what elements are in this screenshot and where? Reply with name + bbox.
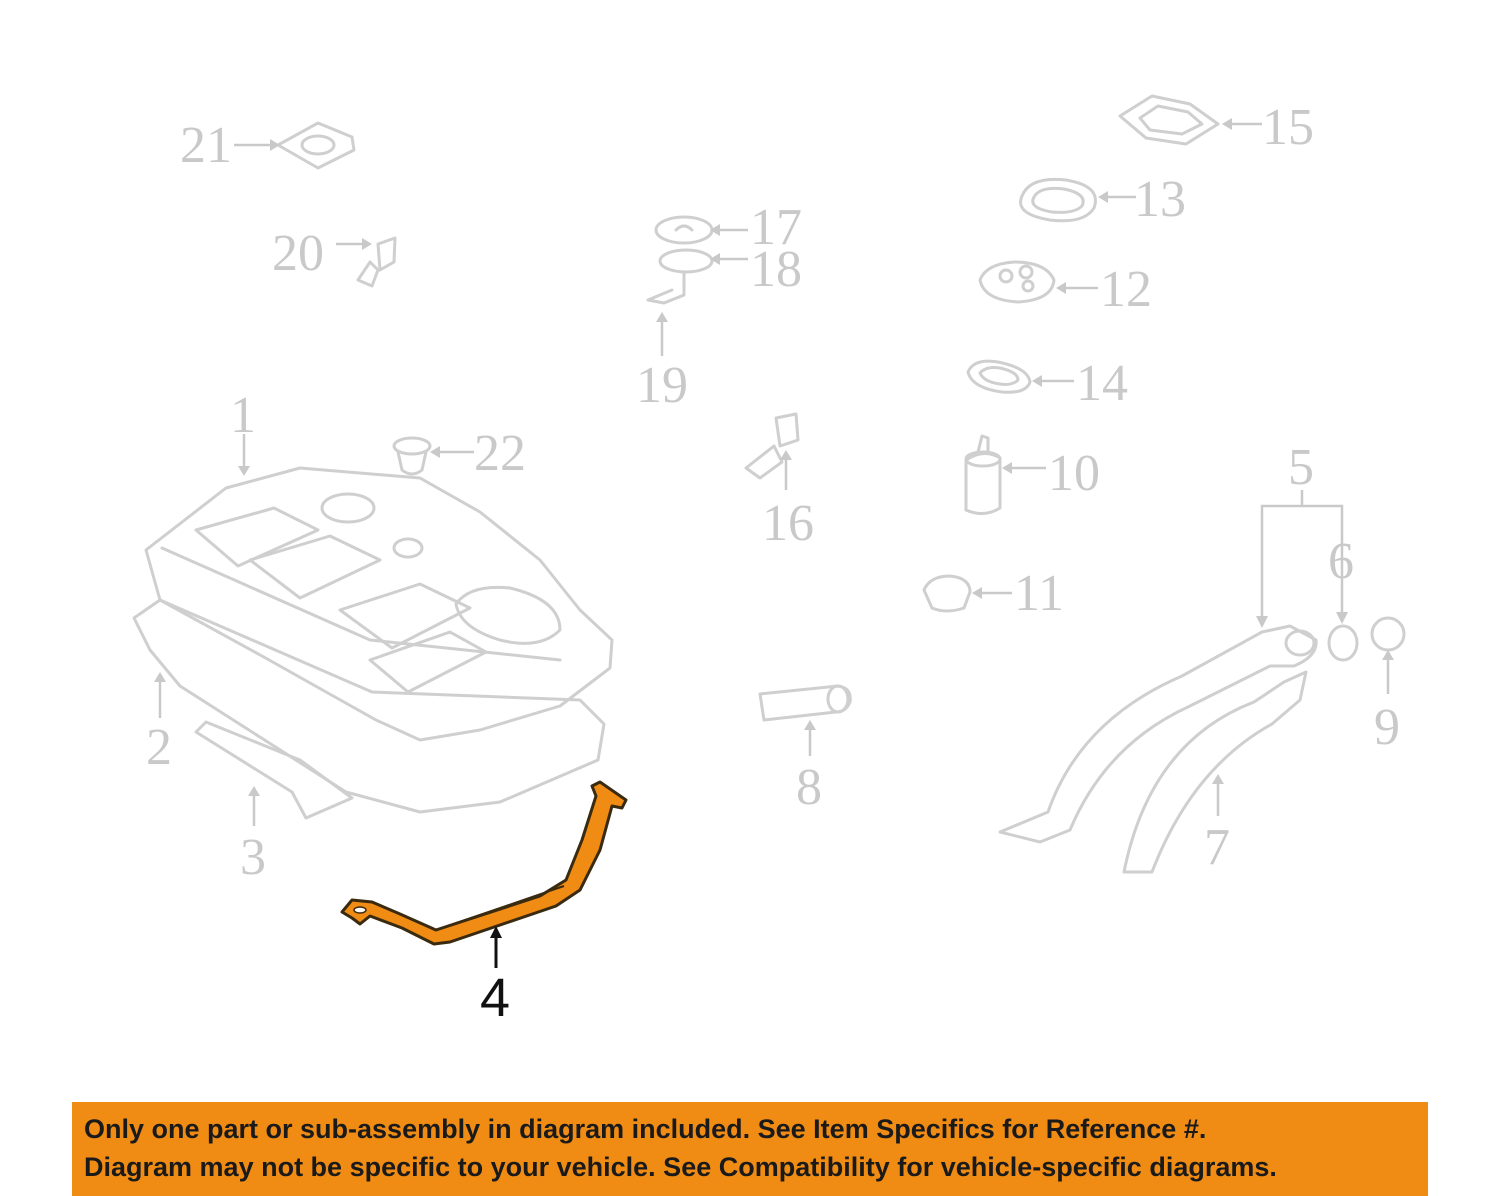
part-14-gasket: 14 — [966, 355, 1128, 412]
callout-19: 19 — [636, 357, 688, 414]
callout-5: 5 — [1288, 439, 1314, 496]
callout-4: 4 — [480, 968, 510, 1028]
callout-1: 1 — [230, 387, 256, 444]
callout-17: 17 — [750, 199, 802, 256]
part-10-pump: 10 — [964, 434, 1100, 515]
part-12-plate: 12 — [978, 260, 1152, 318]
callout-20: 20 — [272, 225, 324, 282]
callout-6: 6 — [1328, 533, 1354, 590]
callout-15: 15 — [1262, 99, 1314, 156]
part-4-tank-strap: 4 — [340, 780, 628, 1028]
callout-21: 21 — [180, 117, 232, 174]
callout-10: 10 — [1048, 445, 1100, 502]
callout-11: 11 — [1014, 565, 1064, 622]
callout-13: 13 — [1134, 171, 1186, 228]
disclaimer-banner: Only one part or sub-assembly in diagram… — [72, 1102, 1428, 1196]
callout-14: 14 — [1076, 355, 1128, 412]
part-17-18-19-pump-assembly: 17 18 19 — [636, 199, 802, 414]
callout-16: 16 — [762, 495, 814, 552]
callout-18: 18 — [750, 241, 802, 298]
part-20-sensor: 20 — [272, 225, 397, 288]
callout-8: 8 — [796, 759, 822, 816]
callout-3: 3 — [240, 829, 266, 886]
part-15-cover: 15 — [1118, 94, 1314, 156]
part-13-gasket: 13 — [1019, 171, 1186, 228]
callout-2: 2 — [146, 719, 172, 776]
part-11-cap: 11 — [922, 565, 1064, 622]
callout-7: 7 — [1204, 819, 1230, 876]
part-21-gasket: 21 — [180, 117, 356, 174]
part-16-connector: 16 — [744, 412, 814, 552]
callout-9: 9 — [1374, 699, 1400, 756]
part-1-2-3-fuel-tank: 1 2 3 — [132, 387, 614, 886]
callout-22: 22 — [474, 425, 526, 482]
disclaimer-line-1: Only one part or sub-assembly in diagram… — [84, 1114, 1207, 1144]
part-5-6-7-9-filler-neck: 5 6 7 9 — [998, 439, 1406, 876]
callout-12: 12 — [1100, 261, 1152, 318]
part-8-hose: 8 — [758, 684, 852, 816]
part-22-grommet: 22 — [392, 425, 526, 482]
disclaimer-line-2: Diagram may not be specific to your vehi… — [84, 1152, 1277, 1182]
